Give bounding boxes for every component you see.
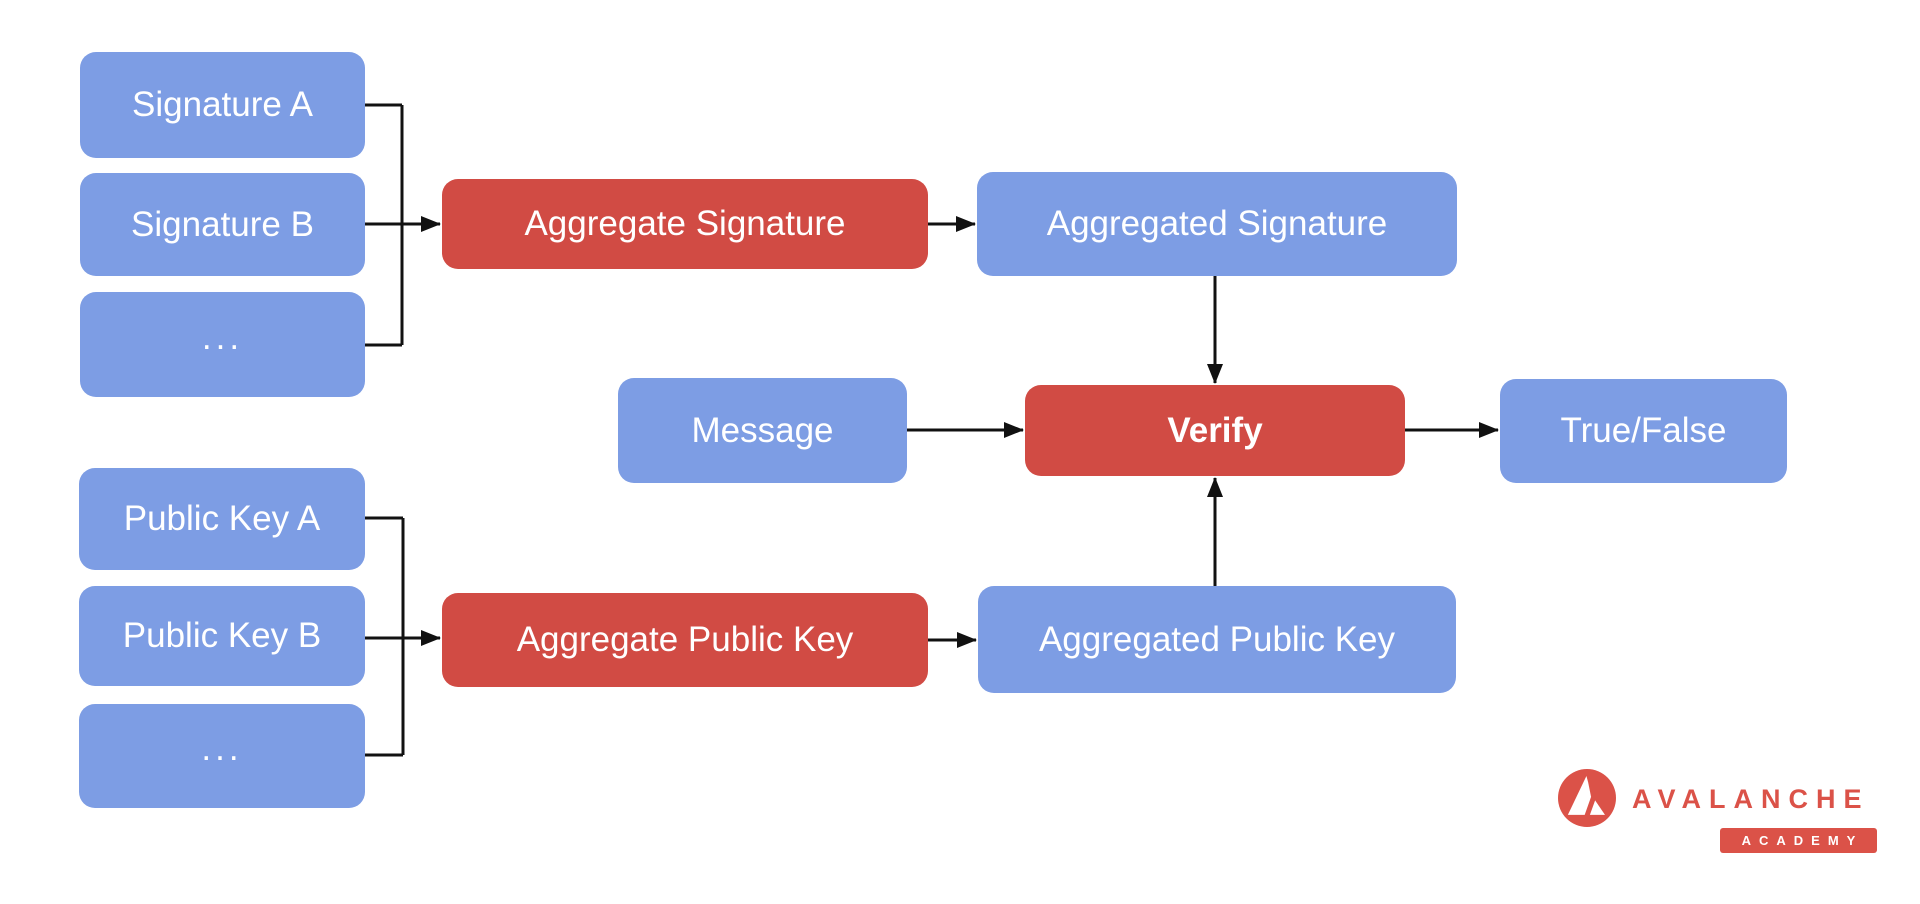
node-verify: Verify [1025, 385, 1405, 476]
avalanche-brand-text: AVALANCHE [1632, 784, 1870, 814]
node-aggregate-signature: Aggregate Signature [442, 179, 928, 269]
node-public-key-ellipsis: ... [79, 704, 365, 808]
node-public-key-a: Public Key A [79, 468, 365, 570]
node-aggregate-public-key: Aggregate Public Key [442, 593, 928, 687]
node-aggregated-signature: Aggregated Signature [977, 172, 1457, 276]
ellipsis-label: ... [201, 729, 243, 768]
connector-signatures-merge [365, 103, 404, 347]
node-signature-a: Signature A [80, 52, 365, 158]
node-aggregated-public-key: Aggregated Public Key [978, 586, 1456, 693]
node-public-key-b: Public Key B [79, 586, 365, 686]
academy-badge-label: ACADEMY [1741, 833, 1864, 848]
avalanche-logo-icon [1558, 769, 1616, 827]
node-signature-ellipsis: ... [80, 292, 365, 397]
node-message: Message [618, 378, 907, 483]
node-true-false: True/False [1500, 379, 1787, 483]
ellipsis-label: ... [201, 317, 244, 357]
node-signature-b: Signature B [80, 173, 365, 276]
connector-publickeys-merge [365, 516, 405, 757]
academy-badge: ACADEMY [1720, 828, 1877, 853]
